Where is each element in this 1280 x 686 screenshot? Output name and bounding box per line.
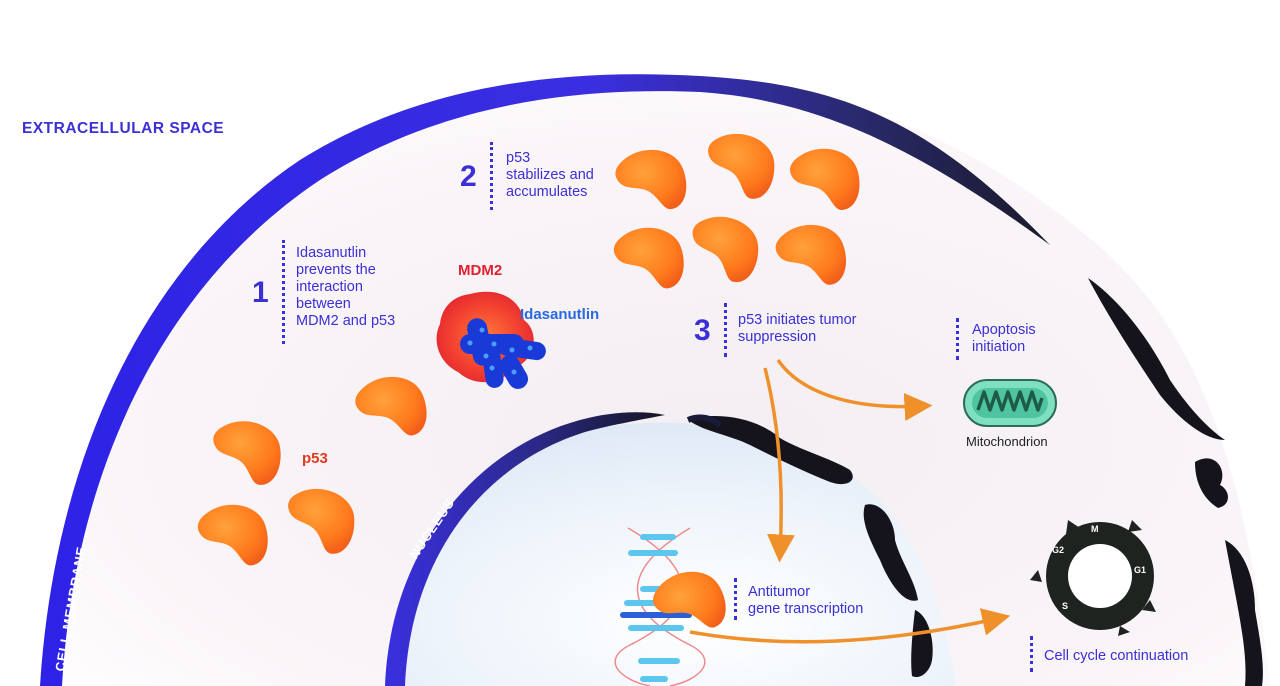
cell-cycle-text: Cell cycle continuation — [1044, 648, 1189, 664]
nuclear-membrane — [385, 412, 665, 686]
p53-protein — [288, 488, 355, 554]
mdm2-complex — [436, 291, 546, 389]
pathway-arrows — [689, 359, 1011, 644]
step-2-number: 2 — [460, 160, 477, 193]
arrow-to-apoptosis — [776, 359, 933, 421]
step-3-dots — [724, 303, 727, 357]
phase-g2: G2 — [1052, 545, 1064, 555]
phase-s: S — [1062, 601, 1068, 611]
apoptosis-dots — [956, 318, 959, 360]
p53-protein — [775, 224, 846, 285]
p53-protein — [692, 216, 759, 282]
p53-protein — [355, 376, 427, 436]
step-2-dots — [490, 142, 493, 210]
phase-g1: G1 — [1134, 565, 1146, 575]
p53-protein — [708, 133, 775, 199]
step-1-number: 1 — [252, 276, 269, 309]
p53-protein — [653, 571, 726, 628]
mitochondrion-label: Mitochondrion — [966, 434, 1048, 449]
arrow-to-transcription — [763, 367, 795, 563]
extracellular-space-label: EXTRACELLULAR SPACE — [22, 120, 225, 137]
p53-protein — [613, 227, 684, 289]
mitochondrion-icon — [963, 379, 1057, 427]
membrane-fragments — [1088, 278, 1263, 686]
p53-protein — [213, 421, 281, 485]
p53-protein — [615, 149, 687, 210]
p53-protein — [790, 148, 860, 210]
p53-label: p53 — [302, 450, 328, 467]
idasanutlin-label: Idasanutlin — [520, 306, 600, 323]
p53-protein — [197, 504, 268, 566]
cell-cycle-dots — [1030, 636, 1033, 672]
nucleus-edge-dark — [686, 414, 722, 428]
step-3-number: 3 — [694, 314, 711, 347]
mdm2-label: MDM2 — [458, 262, 503, 279]
p53-proteins — [197, 133, 860, 628]
idasanutlin-molecule — [460, 318, 546, 389]
cell-cycle-icon: M G1 S G2 — [1030, 520, 1156, 636]
nuclear-membrane-fragments — [688, 416, 933, 678]
transcription-dots — [734, 578, 737, 620]
step-1-dots — [282, 240, 285, 344]
phase-m: M — [1091, 524, 1099, 534]
arrow-to-cell-cycle — [689, 608, 1011, 644]
